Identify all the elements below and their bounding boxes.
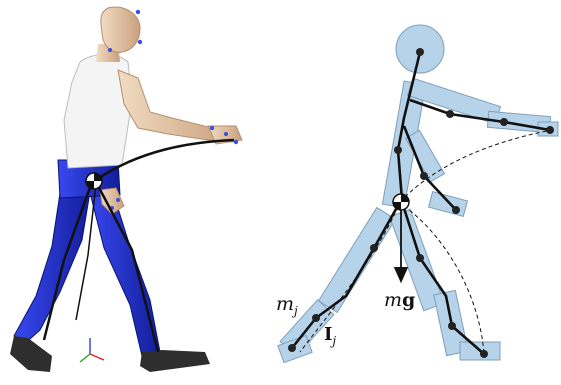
mocap-marker: [209, 125, 215, 131]
segment-skeleton: [290, 51, 551, 355]
front-shoe: [10, 336, 52, 372]
com-trajectory: [299, 129, 553, 355]
mocap-marker: [108, 48, 112, 52]
segment-boxes: [277, 24, 559, 364]
front-leg-bone: [42, 181, 94, 341]
mocap-marker: [137, 39, 143, 45]
coordinate-axes-icon: [79, 338, 105, 363]
joint-dot: [416, 254, 424, 262]
joint-dot: [448, 322, 456, 330]
joint-dot: [288, 344, 296, 352]
front-thigh-segment: [317, 206, 397, 314]
joint-dot: [500, 118, 508, 126]
com-arm-trace: [95, 138, 235, 182]
front-leg-trajectory: [299, 205, 399, 353]
joint-dot: [394, 146, 402, 154]
gravity-force-label: mg: [384, 289, 415, 311]
back-shoe: [140, 350, 210, 372]
front-leg-bone: [290, 201, 402, 349]
human-front-leg: [10, 179, 93, 372]
segment-mass-label: mj: [276, 293, 298, 318]
back-leg-trajectory: [403, 205, 485, 355]
joint-dot: [546, 126, 554, 134]
mocap-marker: [135, 9, 141, 15]
segment-diagram-panel: mj Ij mg: [276, 24, 559, 364]
human-torso: [63, 54, 133, 169]
joint-dot: [370, 244, 378, 252]
human-back-leg: [87, 182, 210, 372]
mocap-marker: [116, 198, 120, 202]
human-model-panel: [10, 6, 243, 372]
mocap-marker: [224, 132, 228, 136]
human-reaching-arm: [117, 69, 243, 145]
arm-trajectory: [399, 129, 553, 203]
joint-dot: [420, 172, 428, 180]
back-leg-bone: [94, 181, 160, 353]
mocap-markers: [108, 9, 239, 210]
mocap-marker: [233, 139, 239, 145]
joint-dot: [452, 206, 460, 214]
thigh-bone: [75, 183, 97, 321]
com-checker-icon: [85, 172, 103, 190]
reaching-arm-bone: [409, 98, 551, 132]
lower-forearm-segment: [427, 191, 469, 217]
joint-dot: [312, 314, 320, 322]
joint-dots: [288, 48, 554, 358]
joint-dot: [446, 110, 454, 118]
human-head: [100, 6, 141, 53]
human-lower-hand: [99, 187, 125, 215]
joint-dot: [416, 48, 424, 56]
com-checker-icon: [392, 193, 410, 211]
human-skeleton-overlay: [42, 138, 235, 353]
spine-bone: [396, 51, 422, 201]
segment-inertia-label: Ij: [324, 324, 336, 348]
back-leg-bone: [400, 201, 485, 355]
joint-dot: [480, 350, 488, 358]
